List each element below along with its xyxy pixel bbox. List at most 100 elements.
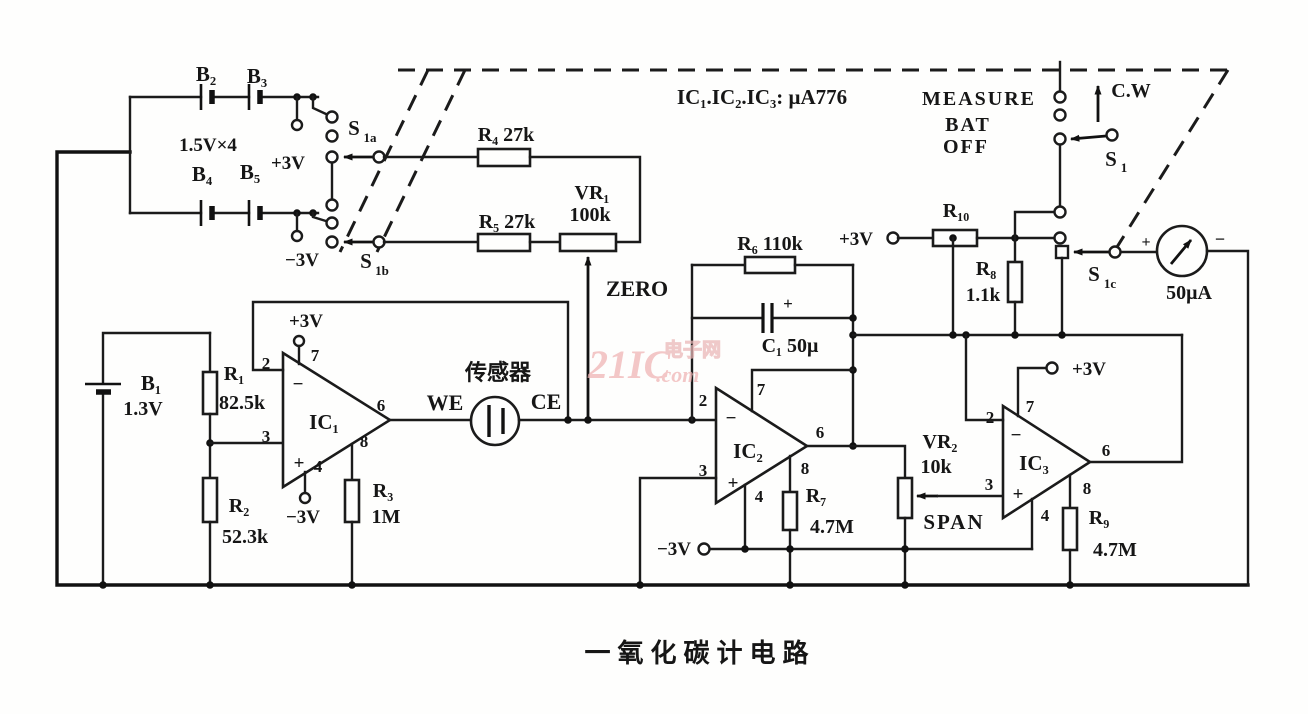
r1-label: R₁ bbox=[224, 363, 244, 385]
b2-label: B₂ bbox=[196, 62, 216, 86]
cw-label: C.W bbox=[1111, 80, 1150, 102]
switch-linkage-dashed-lines bbox=[338, 68, 1230, 256]
potentiometer-vr2[interactable] bbox=[896, 476, 914, 520]
r2-value: 52.3k bbox=[222, 526, 269, 548]
watermark-suffix: .com bbox=[656, 362, 699, 387]
switch-s1-main[interactable] bbox=[1053, 60, 1119, 245]
pin-label: 2 bbox=[699, 391, 708, 410]
resistor-r3 bbox=[343, 478, 361, 524]
resistor-r7 bbox=[781, 490, 799, 532]
meter-plus-sign: + bbox=[1141, 234, 1150, 251]
r8-value: 1.1k bbox=[966, 285, 1001, 306]
resistor-r6 bbox=[743, 255, 797, 275]
c1-polarity-sign: + bbox=[783, 294, 793, 313]
s1c-left-contact bbox=[1054, 244, 1070, 260]
pin-label: 4 bbox=[755, 487, 764, 506]
pin-label: 4 bbox=[1041, 506, 1050, 525]
plus3v-label-ic3: +3V bbox=[1072, 359, 1106, 380]
circuit-caption: 一氧化碳计电路 bbox=[584, 638, 815, 669]
battery-long-plates-top bbox=[199, 84, 251, 110]
ic2-inverting-sign: − bbox=[726, 408, 737, 429]
zero-label: ZERO bbox=[606, 276, 668, 301]
pin-label: 8 bbox=[1083, 479, 1092, 498]
c1-label: C₁ 50μ bbox=[762, 335, 819, 357]
resistor-r8 bbox=[1006, 260, 1024, 304]
r3-value: 1M bbox=[372, 506, 401, 528]
pin-label: 4 bbox=[314, 457, 323, 476]
battery-long-plates-bottom bbox=[199, 200, 251, 226]
ic3-label: IC₃ bbox=[1019, 451, 1049, 475]
pin-label: 7 bbox=[1026, 397, 1035, 416]
resistor-r1 bbox=[201, 370, 219, 416]
switch-s1c[interactable] bbox=[1054, 244, 1159, 339]
watermark-brand: 21IC bbox=[587, 342, 672, 387]
vr1-label: VR₁ bbox=[575, 182, 610, 204]
ic3-plus3v-terminal bbox=[1045, 361, 1059, 375]
watermark-site: 电子网 bbox=[664, 338, 721, 361]
ce-electrode-label: CE bbox=[531, 389, 562, 414]
potentiometer-vr1[interactable] bbox=[558, 232, 618, 253]
s1-wiper-arrow[interactable] bbox=[1070, 134, 1107, 142]
minus3v-label-s1b: −3V bbox=[285, 250, 319, 271]
r1-value: 82.5k bbox=[219, 392, 266, 414]
b5-label: B₅ bbox=[240, 160, 260, 184]
pin-label: 8 bbox=[360, 432, 369, 451]
r9-label: R₉ bbox=[1089, 507, 1109, 529]
ic-type-note: IC₁.IC₂.IC₃: μA776 bbox=[677, 85, 847, 109]
b1-value: 1.3V bbox=[123, 398, 163, 420]
ic2-feedback-network bbox=[690, 255, 857, 450]
r7-label: R₇ bbox=[806, 485, 826, 507]
resistor-r5 bbox=[476, 232, 532, 253]
ic2-label: IC₂ bbox=[733, 439, 763, 463]
meter-range-label: 50μA bbox=[1166, 282, 1212, 304]
s1-label-sub: 1 bbox=[1121, 160, 1128, 175]
pin-label: 6 bbox=[377, 396, 386, 415]
ic2-triangle bbox=[714, 385, 810, 506]
pin-label: 3 bbox=[699, 461, 708, 480]
s1-label: S bbox=[1105, 147, 1117, 171]
vr2-label: VR₂ bbox=[923, 431, 958, 453]
vr2-value: 10k bbox=[920, 456, 952, 478]
opamp-ic1 bbox=[251, 300, 570, 587]
ic1-inverting-sign: − bbox=[293, 374, 304, 395]
zero-network bbox=[382, 147, 642, 420]
b4-label: B₄ bbox=[192, 162, 213, 186]
ic1-label: IC₁ bbox=[309, 410, 339, 434]
r7-value: 4.7M bbox=[810, 516, 854, 538]
battery-short-plates-top bbox=[209, 90, 263, 104]
b1-label: B₁ bbox=[141, 371, 161, 395]
r10-label: R₁₀ bbox=[943, 200, 969, 222]
switch-s1b[interactable] bbox=[311, 198, 386, 249]
r3-label: R₃ bbox=[373, 480, 393, 502]
switch-pos-measure: MEASURE bbox=[922, 88, 1036, 110]
vr1-value: 100k bbox=[569, 204, 611, 226]
r4-label: R₄ 27k bbox=[478, 124, 535, 146]
watermark: 21IC .com 电子网 bbox=[587, 338, 722, 388]
microammeter bbox=[1155, 224, 1250, 587]
pin-label: 7 bbox=[757, 380, 766, 399]
resistor-r4 bbox=[476, 147, 532, 168]
resistor-r9 bbox=[1061, 506, 1079, 552]
minus3v-label-ic1: −3V bbox=[286, 507, 320, 528]
pin-label: 6 bbox=[1102, 441, 1111, 460]
ic1-triangle bbox=[281, 350, 393, 490]
switch-pos-off: OFF bbox=[943, 136, 989, 158]
ic1-minus3v-terminal bbox=[298, 491, 312, 505]
ic1-noninverting-sign: + bbox=[294, 453, 305, 474]
meter-needle bbox=[1169, 239, 1193, 265]
switch-pos-bat: BAT bbox=[945, 114, 991, 136]
pin-label: 8 bbox=[801, 459, 810, 478]
r2-label: R₂ bbox=[229, 495, 249, 517]
plus3v-label-s1a: +3V bbox=[271, 153, 305, 174]
plus3v-label-ic1: +3V bbox=[289, 311, 323, 332]
span-label: SPAN bbox=[923, 510, 984, 534]
s1a-label: S bbox=[348, 116, 360, 140]
bus-junctions bbox=[99, 581, 1074, 589]
pin-label: 3 bbox=[262, 427, 271, 446]
pin-label: 6 bbox=[816, 423, 825, 442]
ic1-plus3v-terminal bbox=[292, 334, 306, 348]
pack-voltage-label: 1.5V×4 bbox=[179, 135, 237, 156]
meter-minus-sign: − bbox=[1215, 229, 1225, 249]
